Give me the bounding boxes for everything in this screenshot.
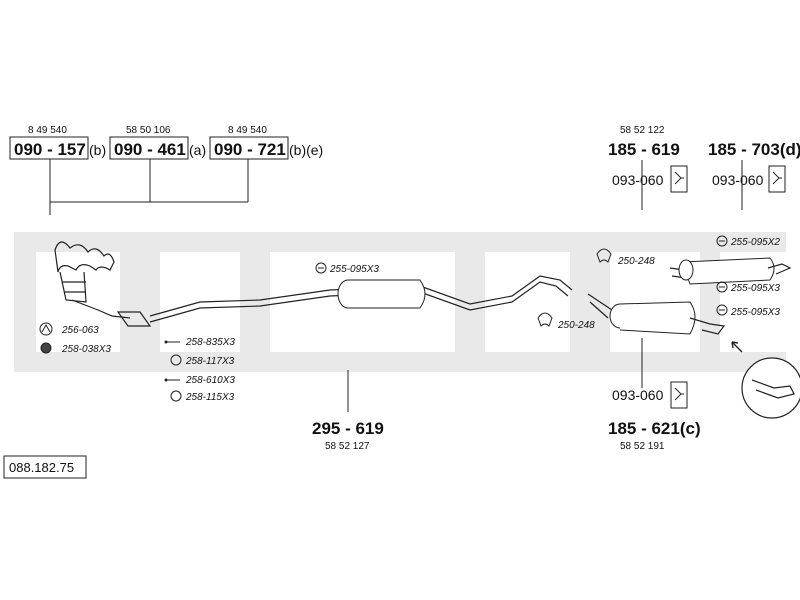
- front-pipe: [149, 275, 573, 317]
- part-suffix-1: (b): [89, 142, 106, 158]
- rear-b-bracket: 093-060: [712, 172, 764, 188]
- bolt-icon: [164, 378, 180, 382]
- middle-ref: 58 52 127: [325, 441, 370, 452]
- part-code-3: 090 - 721: [214, 140, 286, 159]
- rear-top-parts: 58 52 122 185 - 619 093-060 185 - 703(d)…: [608, 125, 800, 210]
- part-box-1: [9, 136, 89, 160]
- diagram-id: 088.182.75: [3, 455, 87, 479]
- part-ref-1: 8 49 540: [28, 125, 67, 136]
- rubber-mount-icon: [596, 248, 612, 263]
- parts-connector: [49, 159, 249, 215]
- clamp-icon: [716, 235, 728, 247]
- rear-silencer-lower: [587, 293, 726, 335]
- rear-bottom-code: 185 - 621(c): [608, 419, 701, 438]
- diagram-id-label: 088.182.75: [9, 460, 74, 475]
- rear-a-ref: 58 52 122: [620, 125, 665, 136]
- clamp-icon: [716, 281, 728, 293]
- part-code-1: 090 - 157: [14, 140, 86, 159]
- rear-bottom-ref: 58 52 191: [620, 441, 665, 452]
- rubber-mount-icon: [537, 312, 553, 327]
- fitting-10: 255-095X3: [730, 283, 780, 294]
- rear-a-bracket: 093-060: [612, 172, 664, 188]
- fitting-9: 255-095X2: [730, 237, 780, 248]
- fitting-8: 250-248: [557, 320, 595, 331]
- part-suffix-2: (a): [189, 142, 206, 158]
- clamp-icon: [315, 262, 327, 274]
- part-box-3: [209, 136, 289, 160]
- rear-bottom-part: 093-060 185 - 621(c) 58 52 191: [608, 338, 701, 452]
- middle-clamp: 255-095X3: [315, 262, 379, 275]
- fitting-1: 256-063: [61, 325, 99, 336]
- middle-part-label: 295 - 619 58 52 127: [312, 419, 384, 452]
- part-suffix-3: (b)(e): [289, 142, 323, 158]
- bracket-icon: [670, 165, 688, 193]
- top-left-parts: 8 49 540 090 - 157 (b) 58 50 106 090 - 4…: [9, 125, 323, 215]
- part-ref-2: 58 50 106: [126, 125, 171, 136]
- manifold-catalyst: [54, 241, 152, 327]
- washer-icon: [170, 354, 182, 366]
- fitting-6: 258-115X3: [185, 392, 235, 403]
- fitting-4: 258-117X3: [185, 356, 235, 367]
- rear-a-code: 185 - 619: [608, 140, 680, 159]
- middle-clamp-label: 255-095X3: [329, 264, 379, 275]
- middle-silencer: [337, 279, 426, 412]
- clamp-icon: [716, 304, 728, 316]
- rear-b-code: 185 - 703(d): [708, 140, 800, 159]
- nut-icon: [40, 342, 52, 354]
- part-ref-3: 8 49 540: [228, 125, 267, 136]
- middle-code: 295 - 619: [312, 419, 384, 438]
- washer-icon: [170, 390, 182, 402]
- fitting-7: 250-248: [617, 256, 655, 267]
- bracket-icon: [768, 165, 786, 193]
- fittings-left: 256-063 258-038X3 258-835X3 258-117X3 25…: [39, 322, 235, 403]
- fitting-11: 255-095X3: [730, 307, 780, 318]
- part-box-2: [109, 136, 189, 160]
- rear-silencer-upper: [669, 257, 792, 285]
- fitting-5: 258-610X3: [185, 375, 235, 386]
- part-code-2: 090 - 461: [114, 140, 186, 159]
- fitting-3: 258-835X3: [185, 337, 235, 348]
- bolt-icon: [164, 340, 180, 344]
- front-pipe-inner: [149, 281, 569, 323]
- rear-bottom-bracket: 093-060: [612, 387, 664, 403]
- fitting-2: 258-038X3: [61, 344, 111, 355]
- bracket-icon: [670, 381, 688, 409]
- tailpipe-detail: [731, 341, 800, 419]
- gasket-icon: [39, 322, 53, 336]
- fittings-rear: 250-248 250-248 255-095X2 255-095X3 255-…: [537, 235, 780, 331]
